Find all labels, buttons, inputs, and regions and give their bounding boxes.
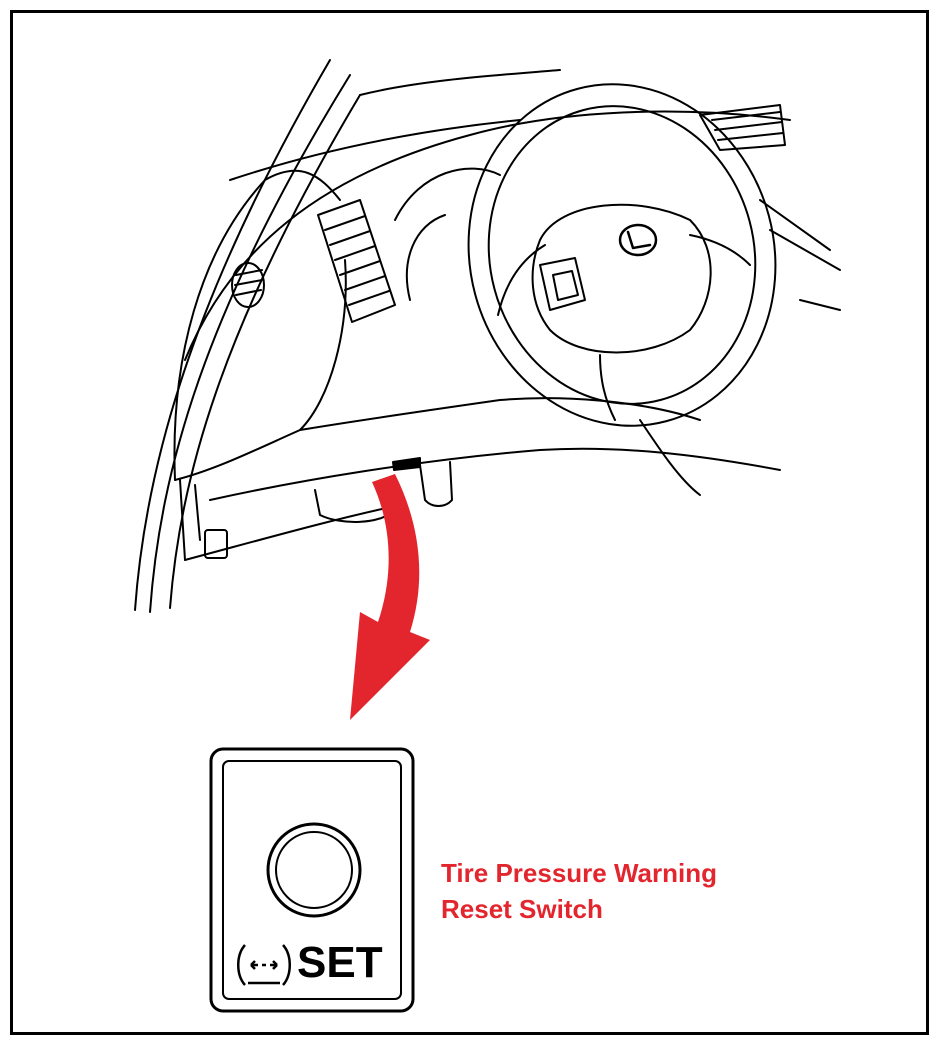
reset-switch-location [392,457,421,471]
tpms-warning-icon [237,944,291,986]
callout-line-1: Tire Pressure Warning [441,858,717,888]
a-pillar-line [134,59,331,611]
steering-wheel-rim [467,83,777,427]
lower-dash [184,504,401,561]
windshield-edge [359,69,561,96]
a-pillar-line [149,74,351,613]
a-pillar-line [169,94,361,609]
steering-spoke [689,234,751,266]
reset-button [266,822,362,918]
connector [204,529,228,559]
steering-spoke [497,244,546,316]
set-label: SET [297,938,383,987]
dash-top [184,110,791,361]
steering-spoke [599,354,616,421]
steering-wheel-rim [487,105,757,405]
pointer-arrow [350,474,430,720]
callout-line-2: Reset Switch [441,894,603,924]
steering-hub [531,203,712,354]
gauge-hood [394,167,501,221]
left-vent [231,262,265,308]
dash-top [229,119,521,181]
column-cover [419,461,453,507]
right-vent [699,104,786,151]
lower-dash [299,397,701,431]
center-vent [317,199,396,323]
reset-switch-panel [209,747,415,1013]
lower-dash [209,447,781,501]
callout-label: Tire Pressure Warning Reset Switch [441,855,717,927]
connector [179,479,201,561]
lexus-emblem-icon [618,223,658,257]
diagram-frame [10,10,929,1035]
gauge-hood [405,214,446,301]
side-panel [174,259,347,481]
side-panel [173,169,341,481]
